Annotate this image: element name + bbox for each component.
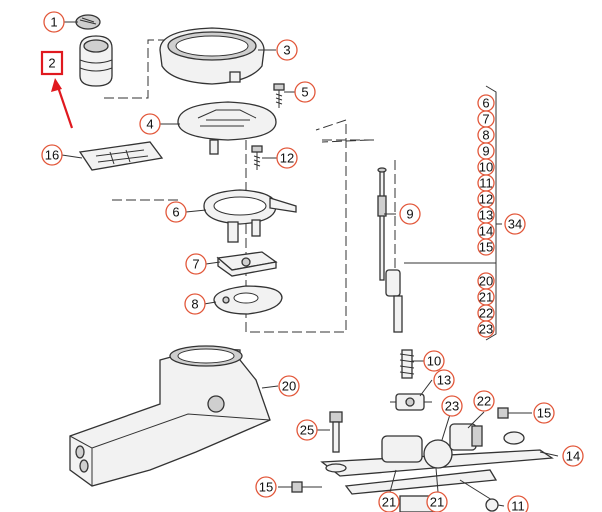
right-list-item-9: 9 xyxy=(477,142,495,160)
leader-lines xyxy=(61,21,559,507)
callout-badge-15: 15 xyxy=(533,402,555,424)
right-list-label-21: 21 xyxy=(479,290,493,305)
part-7-guide-block xyxy=(216,251,278,277)
right-list-label-8: 8 xyxy=(482,128,489,143)
arrow-up-left-icon xyxy=(51,78,62,92)
part-20-console-housing xyxy=(69,345,271,487)
callout-badge-15-b1: 15 xyxy=(255,476,277,498)
right-list-item-12: 12 xyxy=(477,190,495,208)
callout-badge-5: 5 xyxy=(294,81,316,103)
callout-badge-25: 25 xyxy=(296,419,318,441)
callout-badge-34: 34 xyxy=(504,213,526,235)
highlight-annotation xyxy=(40,50,74,129)
right-list-label-7: 7 xyxy=(482,112,489,127)
right-list-label-22: 22 xyxy=(479,306,493,321)
callout-label-20: 20 xyxy=(282,379,296,394)
callout-label-7: 7 xyxy=(192,257,199,272)
right-list-label-20: 20 xyxy=(479,274,493,289)
callout-label-4: 4 xyxy=(146,117,153,132)
part-10-spring xyxy=(399,349,415,379)
callout-badge-10: 10 xyxy=(423,350,445,372)
lower-shift-mechanism xyxy=(291,407,554,512)
part-3-ring-bezel xyxy=(159,27,265,85)
right-list-label-9: 9 xyxy=(482,144,489,159)
callout-badge-22: 22 xyxy=(473,390,495,412)
part-6-housing-bracket xyxy=(203,189,297,243)
callout-badge-20: 20 xyxy=(278,375,300,397)
callout-badge-13: 13 xyxy=(433,369,455,391)
callout-label-34: 34 xyxy=(508,217,522,232)
callout-label-12: 12 xyxy=(280,151,294,166)
callout-label-22: 22 xyxy=(477,394,491,409)
right-list-item-20: 20 xyxy=(477,272,495,290)
part-1-cap xyxy=(75,14,101,30)
callout-label-21: 21 xyxy=(382,495,396,510)
right-list-item-23: 23 xyxy=(477,320,495,338)
right-list-item-14: 14 xyxy=(477,222,495,240)
part-2-shift-knob xyxy=(79,35,113,87)
callout-label-23: 23 xyxy=(445,399,459,414)
callout-label-14: 14 xyxy=(566,449,580,464)
part-8-base-plate xyxy=(213,285,283,315)
part-12-screw xyxy=(251,145,263,170)
right-list-label-11: 11 xyxy=(479,176,493,191)
right-list-label-23: 23 xyxy=(479,322,493,337)
right-list-item-13: 13 xyxy=(477,206,495,224)
callout-badge-9: 9 xyxy=(399,203,421,225)
right-list-item-8: 8 xyxy=(477,126,495,144)
right-list-item-10: 10 xyxy=(477,158,495,176)
right-list-label-14: 14 xyxy=(479,224,493,239)
callout-label-25: 25 xyxy=(300,423,314,438)
callout-label-9: 9 xyxy=(406,207,413,222)
part-13-clamp xyxy=(390,393,432,411)
right-list-item-21: 21 xyxy=(477,288,495,306)
right-list-item-6: 6 xyxy=(477,94,495,112)
callout-badge-1: 1 xyxy=(43,11,65,33)
part-4-gate-plate xyxy=(177,101,277,155)
callout-badge-12: 12 xyxy=(276,147,298,169)
callout-badge-3: 3 xyxy=(276,39,298,61)
callout-label-3: 3 xyxy=(283,43,290,58)
callout-badge-6: 6 xyxy=(165,201,187,223)
callout-badge-11: 11 xyxy=(507,495,529,512)
callout-badge-4: 4 xyxy=(139,113,161,135)
callout-badge-7: 7 xyxy=(185,253,207,275)
right-list-item-11: 11 xyxy=(477,174,495,192)
callout-2-label: 2 xyxy=(48,56,55,71)
part-5-screw xyxy=(273,83,285,108)
callout-badge-21-b1: 21 xyxy=(426,491,448,512)
right-column-bracket xyxy=(404,85,502,341)
callout-label-15: 15 xyxy=(537,406,551,421)
callout-label-21-b1: 21 xyxy=(430,495,444,510)
right-list-label-15: 15 xyxy=(479,240,493,255)
right-list-item-15: 15 xyxy=(477,238,495,256)
right-list-label-6: 6 xyxy=(482,96,489,111)
right-list-label-13: 13 xyxy=(479,208,493,223)
callout-label-10: 10 xyxy=(427,354,441,369)
right-list-label-10: 10 xyxy=(479,160,493,175)
callout-label-6: 6 xyxy=(172,205,179,220)
right-list-label-12: 12 xyxy=(479,192,493,207)
callout-badge-21: 21 xyxy=(378,491,400,512)
callout-badge-16: 16 xyxy=(41,144,63,166)
callout-label-1: 1 xyxy=(50,15,57,30)
callout-badge-8: 8 xyxy=(184,293,206,315)
part-9-shift-rod xyxy=(377,167,403,333)
callout-label-16: 16 xyxy=(45,148,59,163)
part-16-gate-plate xyxy=(78,141,164,171)
callout-badge-23: 23 xyxy=(441,395,463,417)
callout-label-8: 8 xyxy=(191,297,198,312)
right-list-item-7: 7 xyxy=(477,110,495,128)
callout-label-5: 5 xyxy=(301,85,308,100)
callout-label-13: 13 xyxy=(437,373,451,388)
callout-badge-14: 14 xyxy=(562,445,584,467)
callout-label-11: 11 xyxy=(511,499,525,512)
right-list-item-22: 22 xyxy=(477,304,495,322)
callout-label-15-b1: 15 xyxy=(259,480,273,495)
